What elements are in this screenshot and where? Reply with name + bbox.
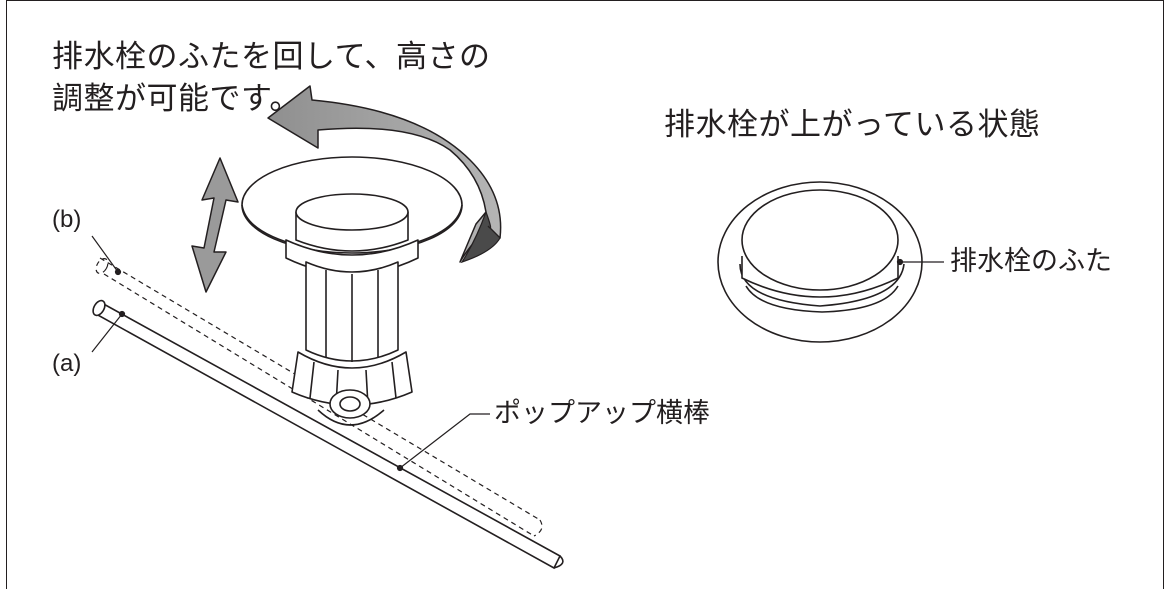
height-adjust-arrow-icon [191,157,239,293]
instruction-line-2: 調整が可能です。 [52,81,301,117]
popup-rod-position-a [92,299,564,570]
position-b-label: (b) [52,206,82,233]
instruction-line-1: 排水栓のふたを回して、高さの [52,39,491,75]
cap-label: 排水栓のふた [950,246,1112,277]
raised-drain-cap [717,181,923,343]
leader-line-cap [896,258,944,266]
rotate-arrow-icon [267,85,502,264]
drain-plug-assembly [241,156,463,426]
popup-rod-label: ポップアップ横棒 [494,398,710,429]
leader-lines-left [91,235,490,472]
raised-state-title: 排水栓が上がっている状態 [664,107,1041,143]
diagram-frame [6,0,1164,589]
position-a-label: (a) [52,350,82,377]
